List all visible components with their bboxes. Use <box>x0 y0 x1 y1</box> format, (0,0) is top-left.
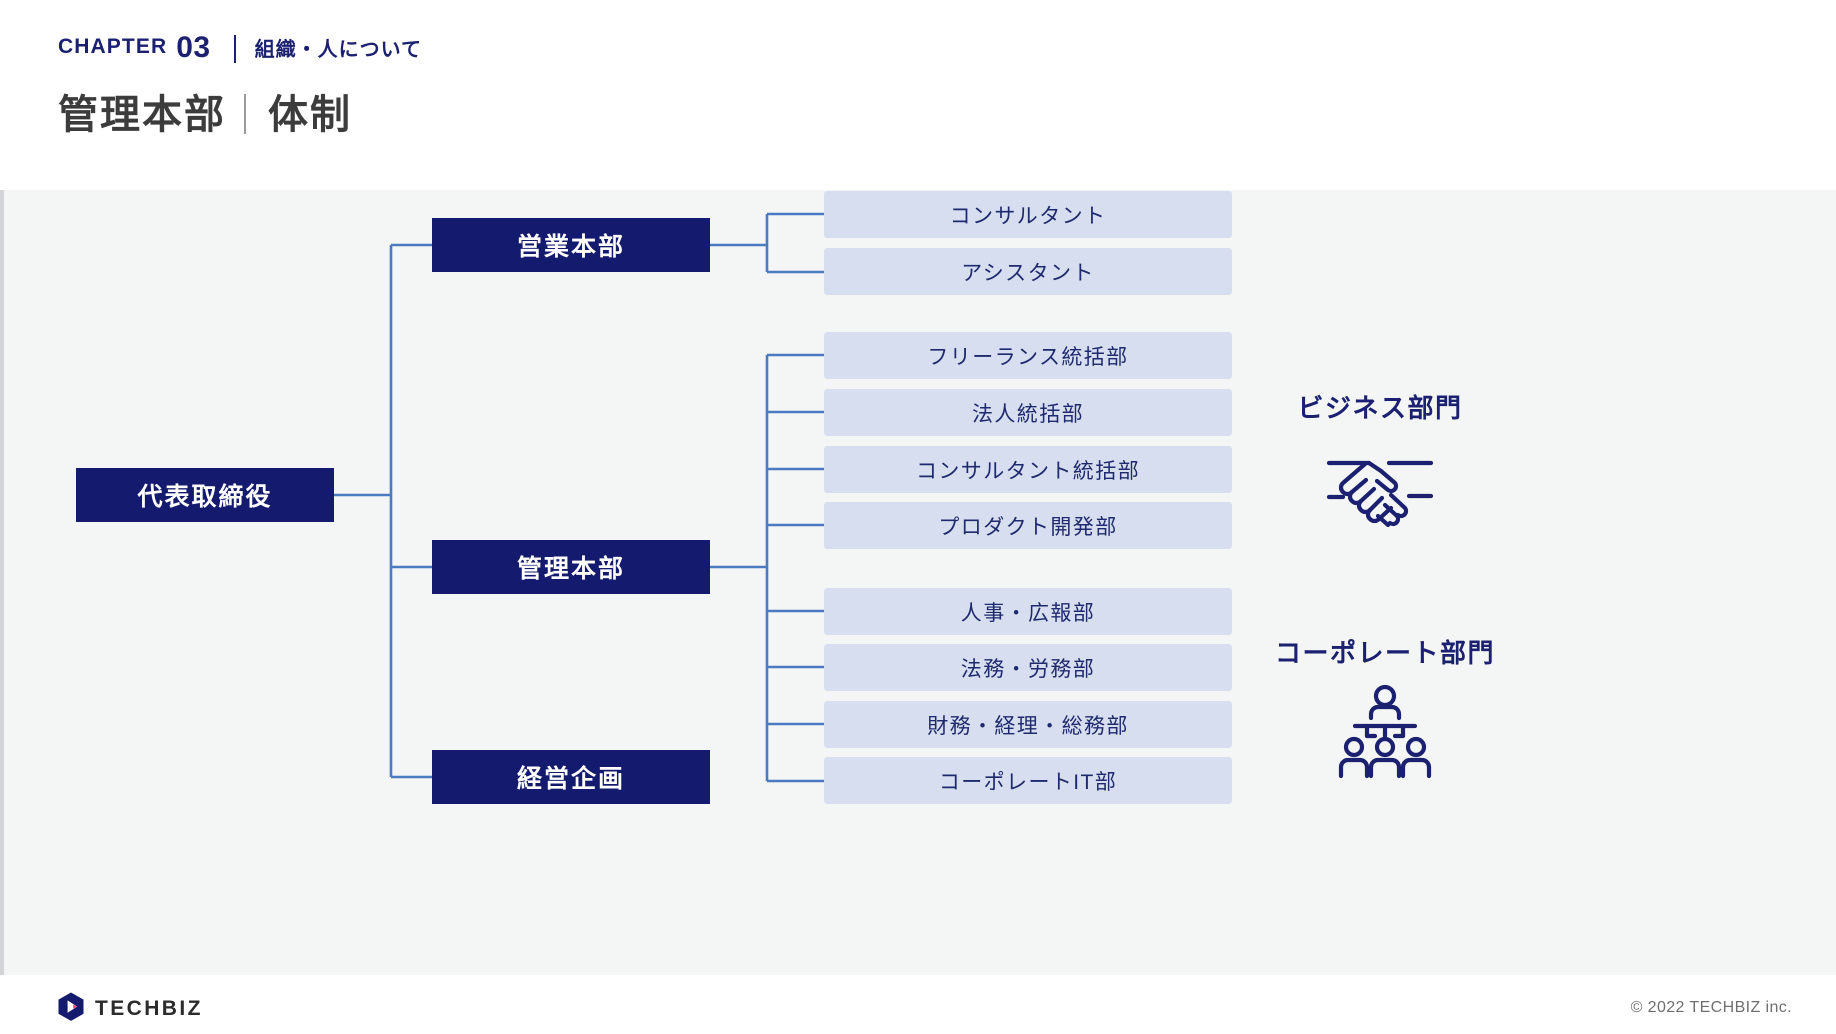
org-node-label: コンサルタント統括部 <box>916 459 1140 483</box>
org-node-label: アシスタント <box>961 261 1095 285</box>
title-divider <box>244 94 246 134</box>
breadcrumb: CHAPTER 03 組織・人について <box>58 30 422 64</box>
org-node-label: コーポレートIT部 <box>938 770 1118 794</box>
org-node-department[interactable]: フリーランス統括部 <box>824 332 1232 379</box>
org-node-department[interactable]: コーポレートIT部 <box>824 757 1232 804</box>
org-node-label: 営業本部 <box>516 233 625 261</box>
legend-business-division: ビジネス部門 <box>1297 388 1463 540</box>
org-node-label: 経営企画 <box>516 765 625 793</box>
page-left-edge <box>0 0 4 1034</box>
org-node-admin-division[interactable]: 管理本部 <box>432 540 710 594</box>
copyright-text: © 2022 TECHBIZ inc. <box>1630 999 1792 1016</box>
org-node-department[interactable]: コンサルタント <box>824 191 1232 238</box>
org-node-label: 人事・広報部 <box>960 601 1096 625</box>
org-people-icon <box>1333 684 1437 787</box>
org-node-department[interactable]: 法人統括部 <box>824 389 1232 436</box>
org-node-label: プロダクト開発部 <box>938 515 1118 539</box>
org-node-department[interactable]: コンサルタント統括部 <box>824 446 1232 493</box>
org-chart-canvas <box>4 190 1836 975</box>
org-node-label: コンサルタント <box>949 204 1107 228</box>
org-node-sales-division[interactable]: 営業本部 <box>432 218 710 272</box>
org-node-label: 代表取締役 <box>137 483 273 511</box>
brand-logo: TECHBIZ <box>58 992 203 1026</box>
page-title-main: 管理本部 <box>58 93 226 137</box>
org-node-label: 法人統括部 <box>972 402 1084 426</box>
org-node-label: 法務・労務部 <box>960 657 1096 681</box>
slide-footer: TECHBIZ © 2022 TECHBIZ inc. <box>0 975 1836 1034</box>
chapter-number: 03 <box>176 31 211 64</box>
org-node-department[interactable]: 法務・労務部 <box>824 644 1232 691</box>
slide-header: CHAPTER 03 組織・人について 管理本部体制 <box>0 0 1836 190</box>
page-title-sub: 体制 <box>268 93 352 137</box>
org-node-department[interactable]: 人事・広報部 <box>824 588 1232 635</box>
org-node-label: フリーランス統括部 <box>927 345 1129 369</box>
org-node-ceo[interactable]: 代表取締役 <box>76 468 334 522</box>
techbiz-hexagon-icon <box>58 992 84 1026</box>
org-node-label: 財務・経理・総務部 <box>927 714 1129 738</box>
org-node-department[interactable]: 財務・経理・総務部 <box>824 701 1232 748</box>
handshake-icon <box>1325 439 1435 540</box>
brand-name: TECHBIZ <box>95 997 203 1020</box>
org-node-department[interactable]: アシスタント <box>824 248 1232 295</box>
org-node-department[interactable]: プロダクト開発部 <box>824 502 1232 549</box>
org-node-label: 管理本部 <box>516 555 625 583</box>
legend-label: ビジネス部門 <box>1297 393 1463 423</box>
chapter-subtitle: 組織・人について <box>254 38 422 61</box>
breadcrumb-divider <box>233 35 236 63</box>
org-node-planning-division[interactable]: 経営企画 <box>432 750 710 804</box>
legend-corporate-division: コーポレート部門 <box>1275 633 1494 787</box>
legend-label: コーポレート部門 <box>1275 638 1496 668</box>
chapter-label: CHAPTER <box>58 35 168 58</box>
page-title: 管理本部体制 <box>58 82 352 140</box>
